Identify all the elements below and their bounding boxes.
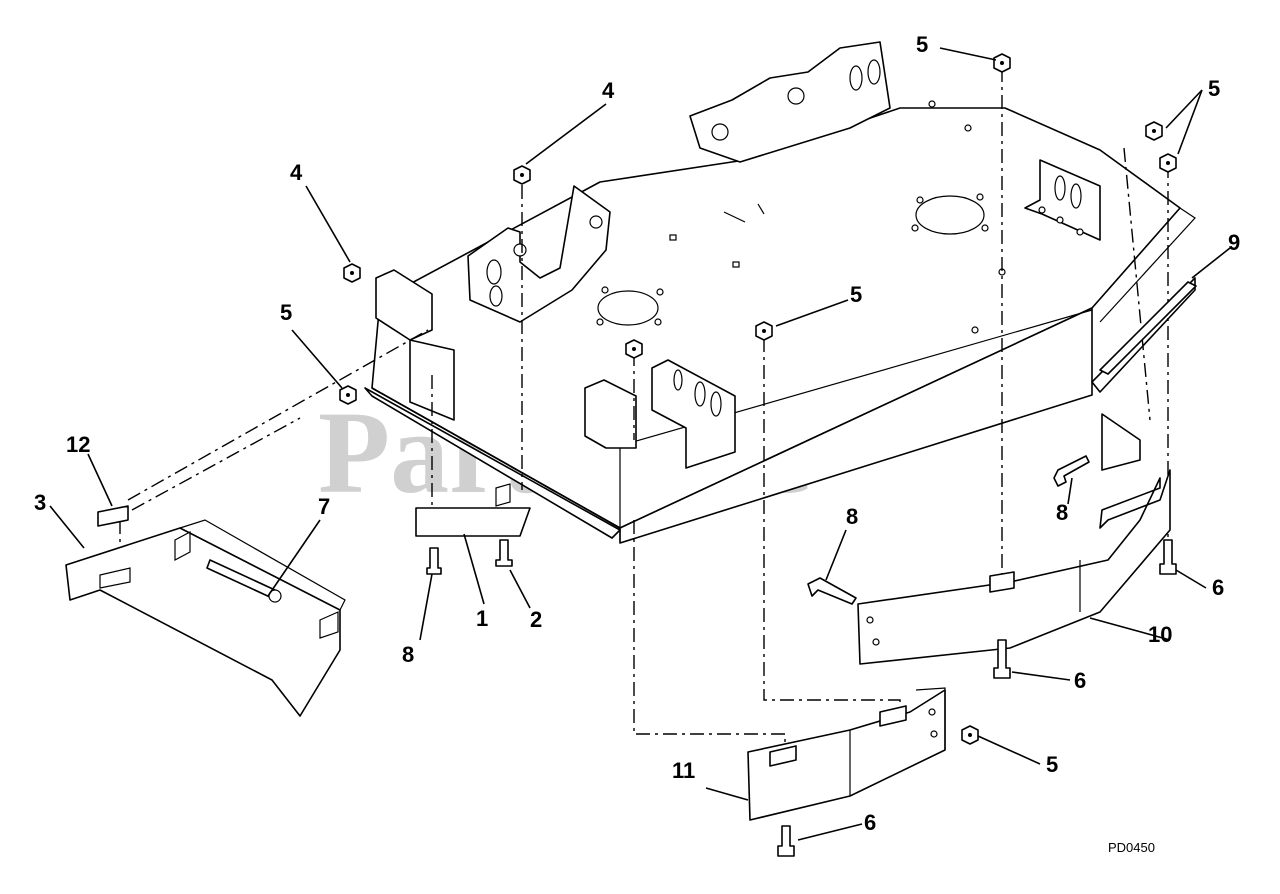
part-3-chute: [65, 505, 346, 717]
part-10-baffle: [857, 413, 1171, 665]
bolt-8-left: [426, 547, 442, 575]
callout-1: 1: [476, 606, 488, 631]
bolt-8-right: [1053, 455, 1090, 487]
part-11-baffle: [747, 687, 946, 821]
callout-5-bottom: 5: [1046, 752, 1058, 777]
nut-5-bottom: [961, 725, 979, 745]
nut-5-top: [993, 53, 1011, 73]
spindle-hole-right: [915, 195, 985, 235]
nut-5-mid: [755, 321, 773, 341]
front-hanger-bracket: [651, 359, 736, 469]
callout-5-right: 5: [1208, 76, 1220, 101]
callout-10: 10: [1148, 622, 1172, 647]
callout-4-left: 4: [290, 160, 303, 185]
deck-skirt: [371, 307, 1093, 544]
hardware-nuts: [339, 53, 1177, 745]
spacer-12: [97, 505, 129, 527]
bolt-6-bottom: [777, 825, 795, 857]
callout-5-mid: 5: [850, 282, 862, 307]
callout-6-bottom: 6: [864, 810, 876, 835]
callout-8-left: 8: [402, 642, 414, 667]
nut-4-top: [513, 165, 531, 185]
bolt-6-right: [1159, 539, 1177, 575]
callout-4-top: 4: [602, 78, 615, 103]
callout-5-left: 5: [280, 300, 292, 325]
nut-5-right-a: [1145, 121, 1163, 141]
callout-9: 9: [1228, 230, 1240, 255]
nut-5-left: [339, 385, 357, 405]
left-rail: [364, 387, 621, 539]
callout-5-top: 5: [916, 32, 928, 57]
left-hanger-bracket: [467, 185, 611, 323]
callout-7: 7: [318, 494, 330, 519]
clip-10: [989, 571, 1015, 593]
left-u-bracket: [375, 269, 433, 341]
callout-8-mid: 8: [846, 504, 858, 529]
assembly-lines: [119, 68, 1169, 756]
callout-12: 12: [66, 432, 90, 457]
callout-11: 11: [672, 758, 695, 783]
nut-4-left: [343, 263, 361, 283]
callout-6-right: 6: [1212, 575, 1224, 600]
drawing-code: PD0450: [1108, 840, 1155, 855]
nut-5-center: [625, 339, 643, 359]
bolt-6-center: [993, 639, 1011, 679]
leader-lines: [49, 47, 1231, 841]
callout-8-right: 8: [1056, 500, 1068, 525]
callout-3: 3: [34, 490, 46, 515]
right-rear-bracket: [1024, 159, 1101, 241]
part-9-rail: [1099, 281, 1197, 375]
bolt-2: [495, 539, 513, 567]
callout-6-center: 6: [1074, 668, 1086, 693]
nut-5-right-b: [1159, 153, 1177, 173]
front-channel: [584, 379, 637, 449]
callouts: 1 2 3 4 4 5 5 5 5 5 6 6 6 7 8 8 8 9 10 1…: [34, 32, 1240, 835]
bolt-8-mid: [807, 577, 857, 605]
hardware-bolts: [777, 455, 1177, 857]
callout-2: 2: [530, 607, 542, 632]
part-1-bracket: [415, 483, 531, 575]
spindle-hole-left: [597, 290, 659, 326]
